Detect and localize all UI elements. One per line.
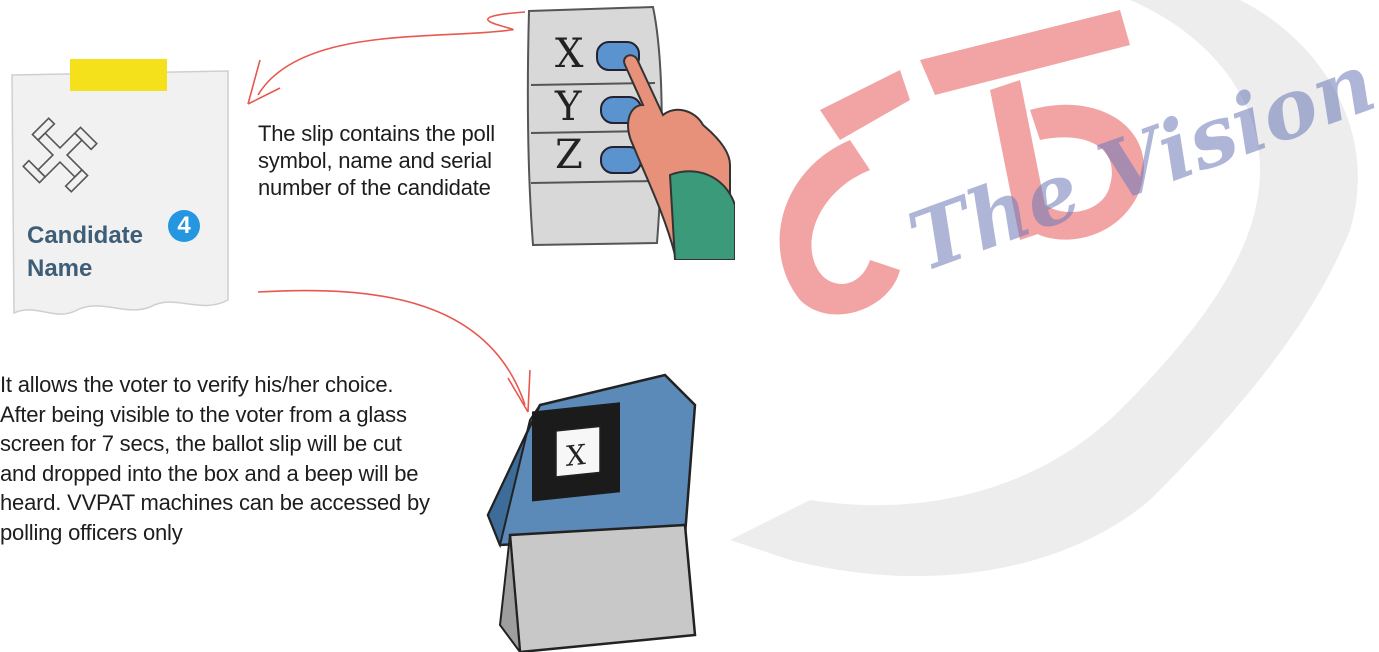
vvpat-description: It allows the voter to verify his/her ch… — [0, 370, 430, 547]
evm-key-z: Z — [555, 132, 583, 178]
serial-number-badge: 4 — [168, 210, 200, 242]
arrow-top-curve — [258, 12, 525, 95]
vvpat-machine: X — [480, 365, 710, 652]
evm-panel: X Y Z — [525, 5, 735, 260]
evm-key-y: Y — [554, 84, 582, 130]
ballot-slip — [0, 55, 240, 335]
slip-description: The slip contains the poll symbol, name … — [258, 120, 518, 201]
slip-tape — [70, 59, 167, 91]
evm-key-x: X — [555, 31, 584, 77]
candidate-name: Candidate Name — [27, 219, 167, 285]
vvpat-screen-mark: X — [566, 438, 586, 473]
arrow-top-head — [248, 60, 280, 104]
